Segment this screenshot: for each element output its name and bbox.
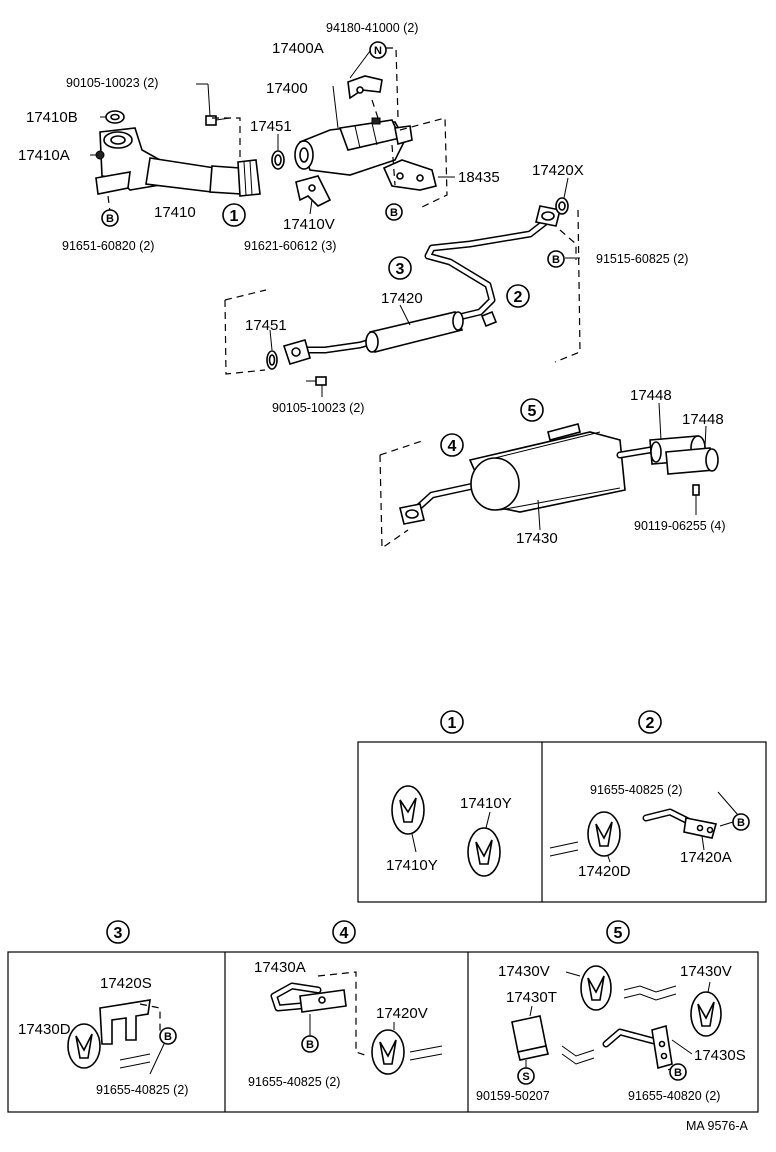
symbol-b-box3: B	[159, 1027, 177, 1045]
symbol-s-box5: S	[517, 1067, 535, 1085]
label-17451-top: 17451	[250, 118, 292, 135]
label-box3-17420S: 17420S	[100, 975, 152, 992]
label-box5-90159-50207: 90159-50207	[476, 1089, 550, 1103]
label-box1-17410Y-right: 17410Y	[460, 795, 512, 812]
label-90105-10023-center: 90105-10023 (2)	[272, 401, 364, 415]
label-box5-17430V-left: 17430V	[498, 963, 550, 980]
muffler-assembly	[399, 423, 719, 525]
symbol-b-center: B	[547, 250, 565, 268]
symbol-b-converter: B	[385, 203, 403, 221]
label-17448-a: 17448	[630, 387, 672, 404]
label-17400A: 17400A	[272, 40, 324, 57]
svg-text:5: 5	[528, 403, 537, 420]
label-box2-91655-40825: 91655-40825 (2)	[590, 783, 682, 797]
label-box5-17430V-right: 17430V	[680, 963, 732, 980]
label-box2-17420A: 17420A	[680, 849, 732, 866]
detail-box-2: 2 91655-40825 (2) B 17420D 17420A	[549, 710, 750, 880]
label-box4-17430A: 17430A	[254, 959, 306, 976]
symbol-n-top: N	[369, 41, 387, 59]
callout-4-detail: 4	[332, 920, 356, 944]
label-box3-17430D: 17430D	[18, 1021, 71, 1038]
symbol-b-box2: B	[732, 813, 750, 831]
svg-text:4: 4	[448, 438, 457, 455]
svg-text:3: 3	[114, 925, 123, 942]
svg-text:B: B	[306, 1039, 314, 1051]
detail-frame-3-4-5	[7, 951, 759, 1113]
symbol-b-left: B	[101, 209, 119, 227]
label-17410V: 17410V	[283, 216, 335, 233]
detail-frame-1-2	[357, 741, 767, 903]
svg-text:S: S	[522, 1071, 529, 1083]
label-91621-60612: 91621-60612 (3)	[244, 239, 336, 253]
label-91651-60820: 91651-60820 (2)	[62, 239, 154, 253]
callout-4-main: 4	[440, 433, 464, 457]
label-box3-91655-40825: 91655-40825 (2)	[96, 1083, 188, 1097]
detail-box-4: 4 17430A B 17420V 91655-40825 (2)	[248, 920, 443, 1089]
label-box4-91655-40825: 91655-40825 (2)	[248, 1075, 340, 1089]
center-dashed-leaders	[224, 209, 581, 375]
label-box1-17410Y-left: 17410Y	[386, 857, 438, 874]
svg-text:B: B	[164, 1031, 172, 1043]
callout-2-main: 2	[506, 284, 530, 308]
svg-text:B: B	[674, 1067, 682, 1079]
label-17420X: 17420X	[532, 162, 584, 179]
svg-text:N: N	[374, 45, 382, 57]
callout-5-detail: 5	[606, 920, 630, 944]
callout-3-main: 3	[388, 256, 412, 280]
callout-1-detail: 1	[440, 710, 464, 734]
detail-box-1: 1 17410Y 17410Y	[386, 710, 512, 877]
label-17410B: 17410B	[26, 109, 78, 126]
center-pipe-assembly	[266, 197, 569, 386]
muffler-dashed-leaders	[379, 439, 426, 550]
label-17448-b: 17448	[682, 411, 724, 428]
svg-text:2: 2	[514, 289, 523, 306]
callout-1-main: 1	[222, 203, 246, 227]
svg-text:B: B	[106, 213, 114, 225]
label-17451-center: 17451	[245, 317, 287, 334]
svg-text:4: 4	[340, 925, 349, 942]
svg-text:5: 5	[614, 925, 623, 942]
svg-text:3: 3	[396, 261, 405, 278]
detail-box-5: 5 17430V 17430V 17430T S B 17430S	[476, 920, 746, 1103]
label-17410: 17410	[154, 204, 196, 221]
catalytic-converter	[294, 75, 437, 207]
label-box5-17430T: 17430T	[506, 989, 557, 1006]
label-box2-17420D: 17420D	[578, 863, 631, 880]
label-17430: 17430	[516, 530, 558, 547]
svg-text:B: B	[552, 254, 560, 266]
svg-text:B: B	[390, 207, 398, 219]
label-94180-41000: 94180-41000 (2)	[326, 21, 418, 35]
callout-2-detail: 2	[638, 710, 662, 734]
label-17410A: 17410A	[18, 147, 70, 164]
label-18435: 18435	[458, 169, 500, 186]
svg-text:B: B	[737, 817, 745, 829]
label-box5-17430S: 17430S	[694, 1047, 746, 1064]
symbol-b-box4: B	[301, 1035, 319, 1053]
callout-3-detail: 3	[106, 920, 130, 944]
callout-5-main: 5	[520, 398, 544, 422]
front-pipe-assembly	[95, 110, 285, 197]
label-91515-60825: 91515-60825 (2)	[596, 252, 688, 266]
symbol-b-box5: B	[669, 1063, 687, 1081]
label-17420: 17420	[381, 290, 423, 307]
label-box4-17420V: 17420V	[376, 1005, 428, 1022]
label-box5-91655-40820: 91655-40820 (2)	[628, 1089, 720, 1103]
label-17400: 17400	[266, 80, 308, 97]
svg-text:1: 1	[230, 208, 239, 225]
detail-box-3: 3 17420S B 17430D 91655-40825 (2)	[18, 920, 188, 1097]
label-90105-10023-top: 90105-10023 (2)	[66, 76, 158, 90]
diagram-code: MA 9576-A	[686, 1119, 749, 1133]
svg-text:2: 2	[646, 715, 655, 732]
label-90119-06255: 90119-06255 (4)	[634, 519, 726, 533]
label-leaders	[90, 46, 707, 531]
svg-text:1: 1	[448, 715, 457, 732]
